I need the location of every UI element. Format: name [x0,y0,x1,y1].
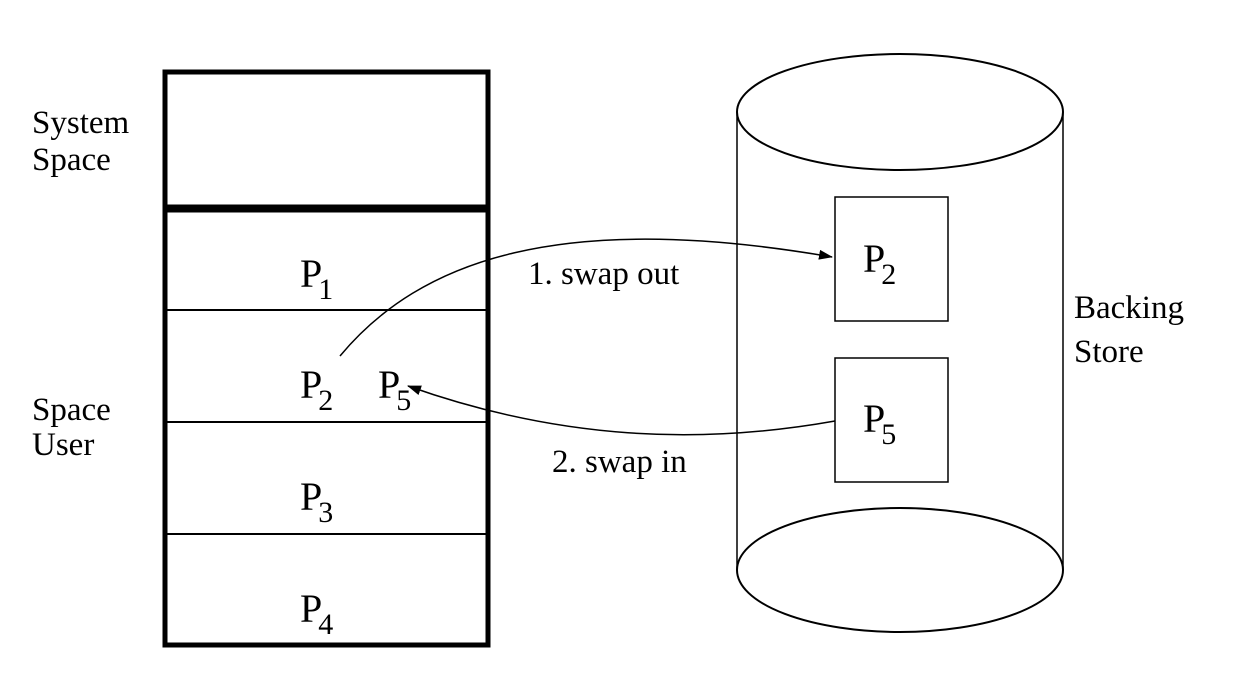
cylinder-top [736,53,1064,171]
swap-out-label: 1. swap out [528,256,679,292]
backing-store-label-line2: Store [1074,334,1144,370]
main-memory: P1 P2 P5 P3 P4 [162,69,491,648]
user-space-label-line1: Space [32,392,111,428]
user-space-region [162,207,491,648]
memory-slot-p5-incoming: P5 [378,362,411,417]
swap-out-arrow [339,238,833,357]
backing-item-p5-box [834,357,949,483]
memory-slot-p1: P1 [300,251,333,306]
memory-slot-p4: P4 [300,586,333,641]
backing-item-p2-box [834,196,949,322]
memory-slot-p2: P2 [300,362,333,417]
system-space-label-line2: Space [32,142,111,178]
swap-in-arrow [407,385,836,436]
user-space-label-line2: User [32,427,94,463]
backing-item-p2: P2 [863,236,896,291]
backing-item-p5: P5 [863,396,896,451]
backing-store-label-line1: Backing [1074,290,1184,326]
system-space-region [162,69,491,210]
backing-store-cylinder: P2 P5 [736,53,1064,633]
cylinder-bottom [736,507,1064,633]
swap-in-label: 2. swap in [552,444,687,480]
system-space-label-line1: System [32,105,130,141]
memory-slot-p3: P3 [300,474,333,529]
